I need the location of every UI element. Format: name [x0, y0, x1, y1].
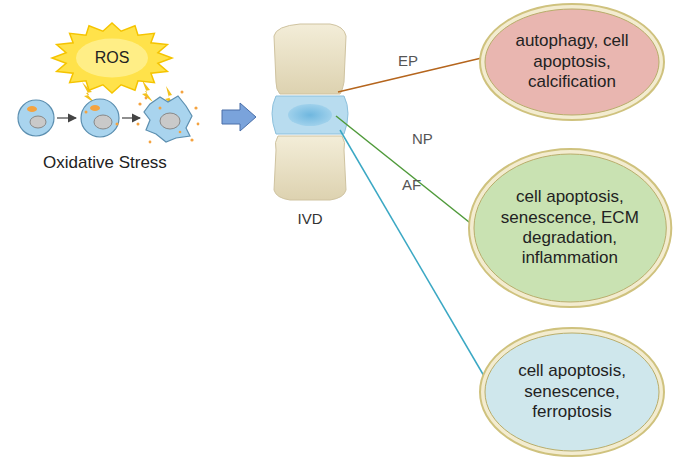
caption-label: Oxidative Stress [43, 153, 167, 173]
region-label: AF [402, 176, 421, 193]
endplate-effects: autophagy, cell apoptosis, calcification [479, 3, 665, 121]
node-text: cell apoptosis, senescence, ferroptosis [511, 361, 633, 422]
region-label: EP [398, 52, 418, 69]
nucleus-effects: cell apoptosis, senescence, ECM degradat… [468, 148, 672, 308]
part-label: IVD [297, 210, 322, 227]
node-text: cell apoptosis, senescence, ECM degradat… [495, 187, 645, 269]
region-label: NP [412, 130, 433, 147]
node-text: ROS [82, 48, 142, 67]
annulus-effects: cell apoptosis, senescence, ferroptosis [479, 327, 665, 457]
node-text: autophagy, cell apoptosis, calcification [511, 31, 633, 92]
ros-burst: ROS [52, 23, 172, 93]
